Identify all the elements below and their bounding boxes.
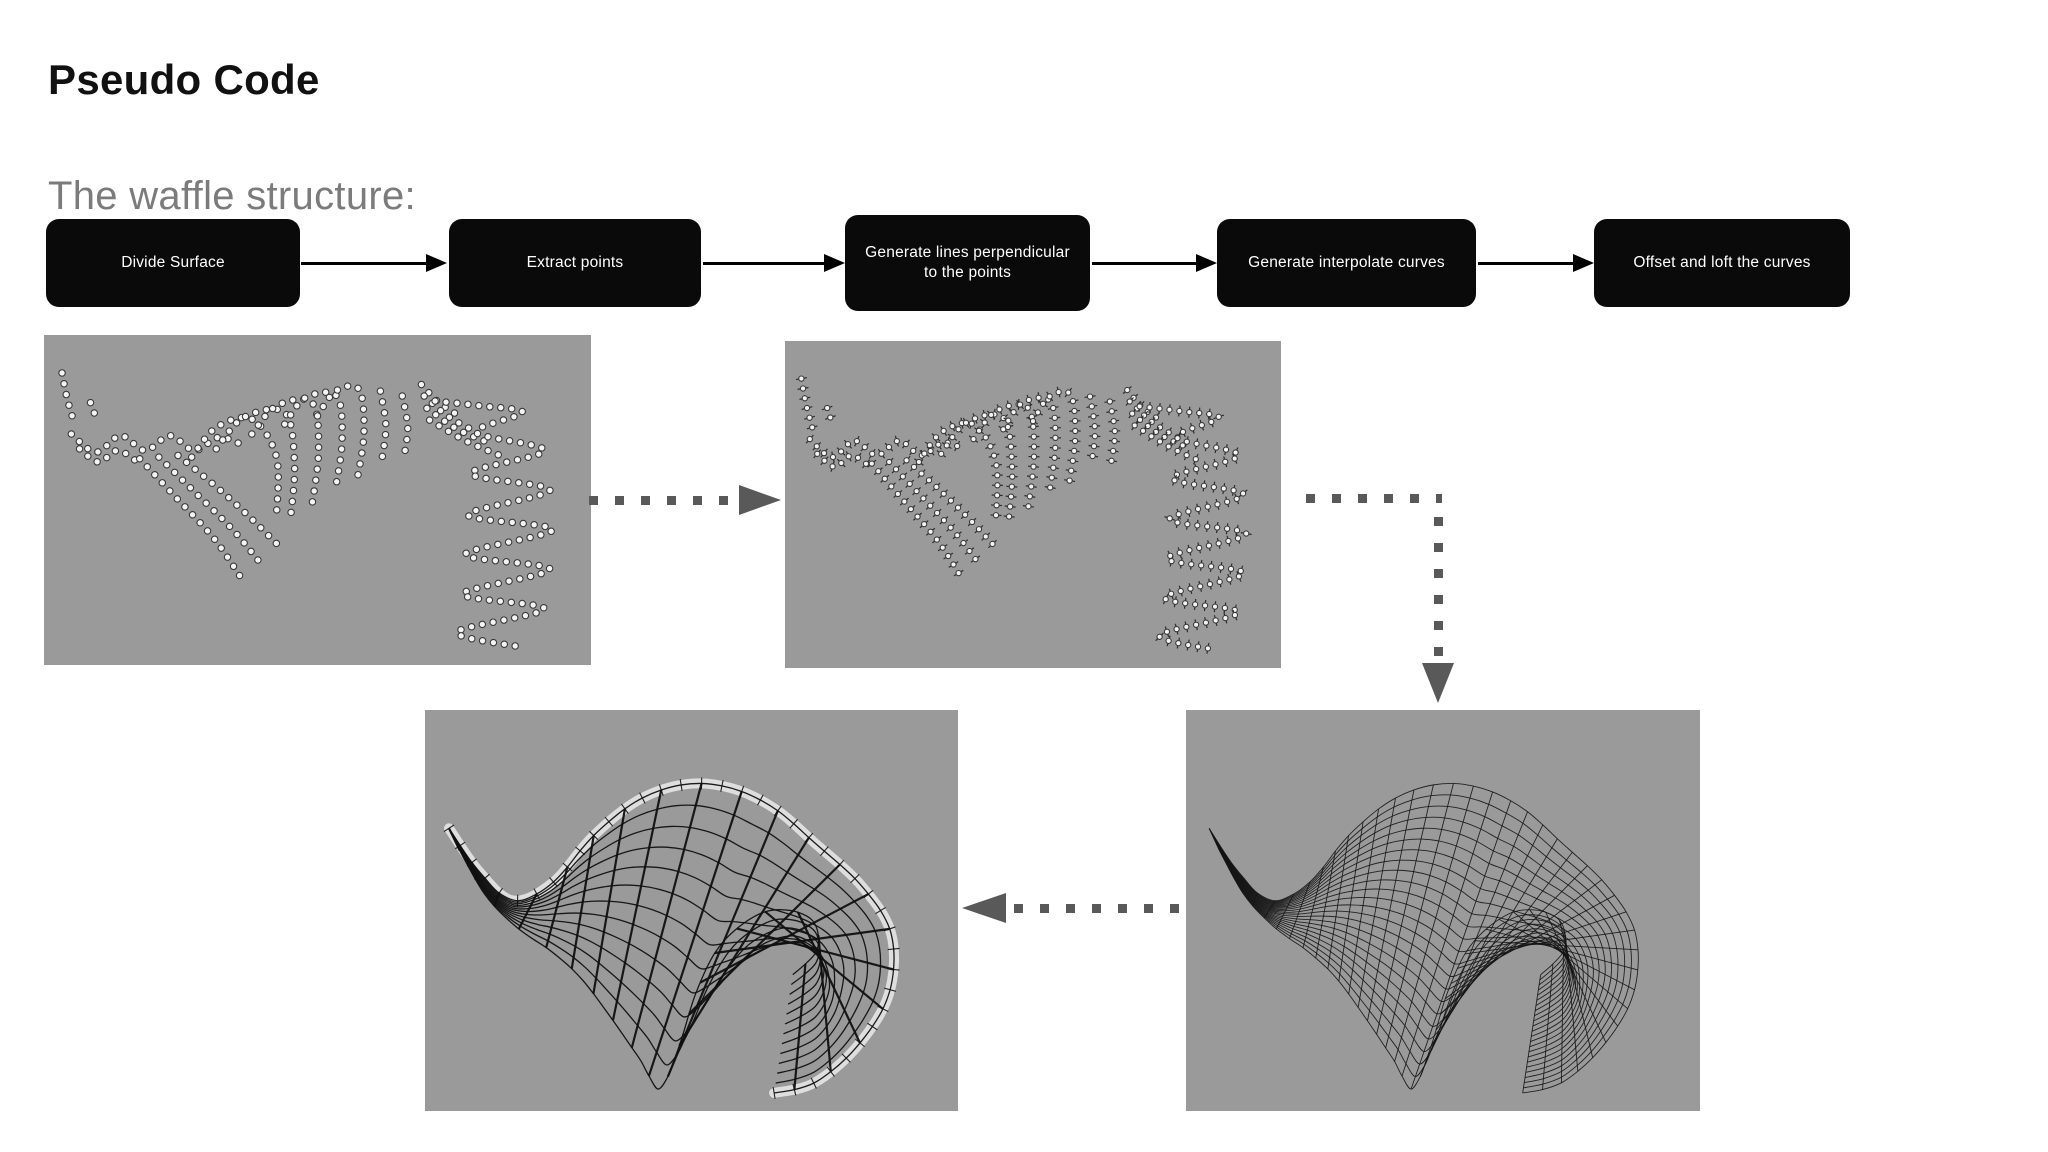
dotted-line <box>1014 904 1180 913</box>
flow-step-label: Generate lines perpendicular to the poin… <box>865 243 1070 281</box>
arrow-shaft <box>703 262 827 265</box>
dotted-line <box>1434 517 1443 657</box>
arrow-head-icon <box>824 254 845 272</box>
preview-panel-lofted-structure <box>425 710 958 1111</box>
arrow-head-left-icon <box>962 893 1006 923</box>
preview-panel-points <box>44 335 591 665</box>
arrow-head-icon <box>1573 254 1594 272</box>
flow-step-label: Offset and loft the curves <box>1633 253 1811 271</box>
arrow-head-down-icon <box>1422 663 1454 703</box>
arrow-right-icon <box>301 254 447 273</box>
perpendicular-lines-preview-image <box>795 375 1252 654</box>
interpolated-curves-preview-image <box>1208 782 1639 1094</box>
lofted-structure-preview-image <box>443 777 900 1099</box>
points-preview-image <box>58 369 555 650</box>
flow-step-label: Generate interpolate curves <box>1248 253 1445 271</box>
arrow-head-right-icon <box>739 485 781 515</box>
arrow-head-icon <box>1196 254 1217 272</box>
arrow-shaft <box>1092 262 1199 265</box>
flow-step-extract-points: Extract points <box>449 219 701 307</box>
arrow-head-icon <box>426 254 447 272</box>
page-title: Pseudo Code <box>48 56 320 104</box>
preview-panel-interpolated-curves <box>1186 710 1700 1111</box>
arrow-right-icon <box>703 254 845 273</box>
arrow-shaft <box>301 262 429 265</box>
page-subtitle: The waffle structure: <box>48 174 416 218</box>
arrow-right-icon <box>1092 254 1217 273</box>
flow-step-offset-loft-curves: Offset and loft the curves <box>1594 219 1850 307</box>
flow-step-label: Divide Surface <box>121 253 225 271</box>
flow-step-generate-interpolate-curves: Generate interpolate curves <box>1217 219 1476 307</box>
flow-step-generate-perpendicular-lines: Generate lines perpendicular to the poin… <box>845 215 1090 311</box>
flow-step-divide-surface: Divide Surface <box>46 219 300 307</box>
arrow-shaft <box>1478 262 1576 265</box>
arrow-right-icon <box>1478 254 1594 273</box>
dotted-line <box>589 496 735 505</box>
flow-step-label: Extract points <box>526 253 624 271</box>
preview-panel-perpendicular-lines <box>785 341 1281 668</box>
dotted-line <box>1306 494 1442 503</box>
